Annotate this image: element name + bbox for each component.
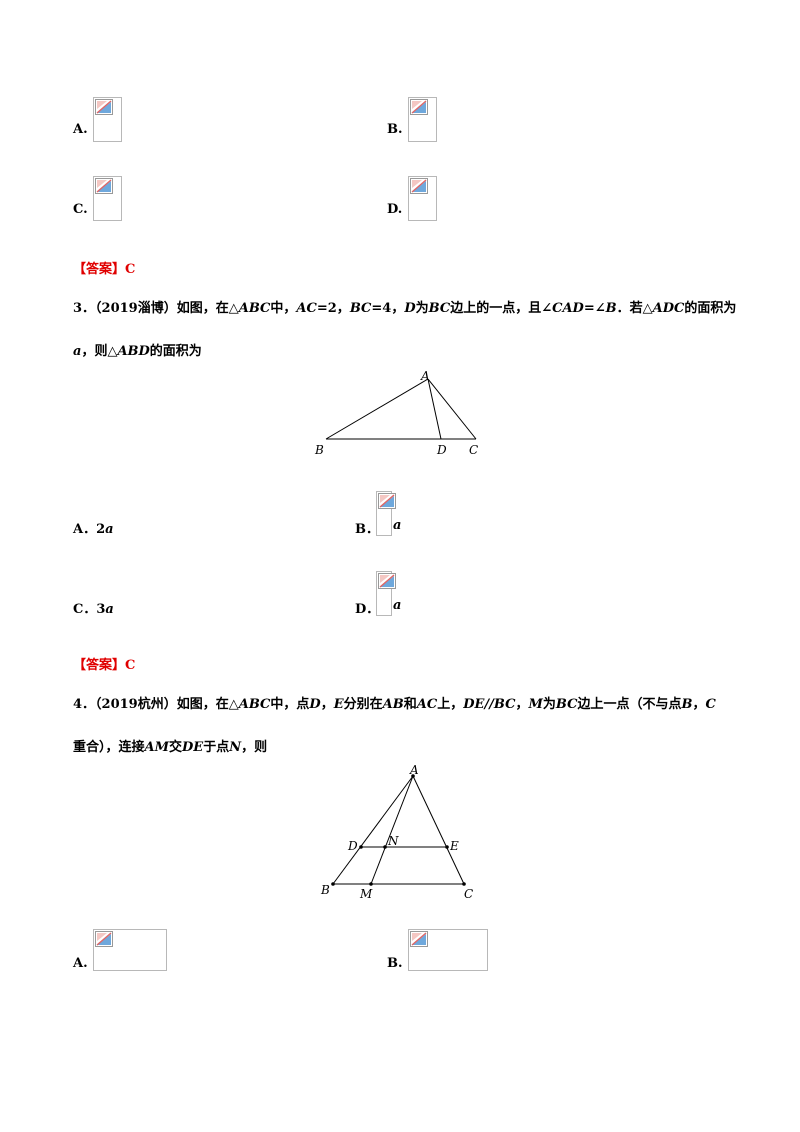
answer-bracket-open: 【 (73, 658, 87, 673)
answer-bracket-open: 【 (73, 262, 87, 277)
q3-option-d-label: D． (355, 602, 380, 617)
label-b: B (320, 883, 330, 897)
segment-ab (325, 378, 429, 440)
label-d: D (347, 839, 358, 853)
broken-image-icon (410, 99, 428, 115)
q4-option-a-label: A. (73, 956, 88, 971)
label-c: C (464, 887, 473, 901)
label-e: E (449, 839, 459, 853)
answer-value: C (125, 262, 136, 277)
label-c: C (469, 443, 478, 457)
option-c-label: C. (73, 202, 88, 217)
q4-option-b-image (408, 929, 488, 971)
answer-word: 答案 (86, 262, 113, 277)
question-source: （2019杭州） (95, 697, 177, 712)
question-4-line-2: 重合），连接AM交DE于点N，则 (73, 740, 268, 755)
q4-option-b-label: B. (387, 956, 403, 971)
triangle-abc-figure: A B D C (314, 369, 478, 457)
option-b-label: B. (387, 122, 403, 137)
answer-bracket-close: 】 (112, 658, 126, 673)
option-a-label: A. (73, 122, 88, 137)
triangle-abc-parallel-figure: A B C D E N M (320, 763, 473, 901)
label-b: B (314, 443, 324, 457)
segment-am (370, 775, 414, 885)
label-m: M (359, 887, 373, 901)
question-3-line-1: 3．（2019淄博）如图，在△ABC中，AC=2，BC=4，D为BC边上的一点，… (73, 301, 737, 316)
broken-image-icon (95, 99, 113, 115)
broken-image-icon (378, 493, 396, 509)
option-c-image (93, 176, 122, 221)
option-b-image (408, 97, 437, 142)
question-4-line-1: 4．（2019杭州）如图，在△ABC中，点D，E分别在AB和AC上，DE//BC… (73, 697, 716, 712)
option-d-label: D. (387, 202, 403, 217)
label-n: N (387, 834, 399, 848)
q3-option-d-var: a (393, 598, 402, 613)
q3-option-b-var: a (393, 518, 402, 533)
question-source: （2019淄博） (95, 301, 177, 316)
answer-line: 【答案】C (73, 258, 135, 277)
segment-ad (427, 378, 442, 440)
broken-image-icon (95, 931, 113, 947)
option-a-image (93, 97, 122, 142)
q4-option-a-image (93, 929, 167, 971)
q3-option-a: A．2a (73, 522, 114, 537)
label-d: D (436, 443, 447, 457)
segment-ab (332, 775, 414, 885)
broken-image-icon (378, 573, 396, 589)
segment-ac (427, 378, 477, 440)
answer-word: 答案 (86, 658, 113, 673)
question-number: 4． (73, 697, 96, 712)
broken-image-icon (95, 178, 113, 194)
answer-value: C (125, 658, 136, 673)
broken-image-icon (410, 178, 428, 194)
answer-line: 【答案】C (73, 654, 135, 673)
label-a: A (409, 763, 419, 777)
broken-image-icon (410, 931, 428, 947)
q3-option-c: C．3a (73, 602, 114, 617)
question-3-line-2: a，则△ABD的面积为 (73, 344, 202, 359)
q3-option-b-label: B． (355, 522, 379, 537)
answer-bracket-close: 】 (112, 262, 126, 277)
q3-option-d-image (376, 571, 396, 616)
segment-ac (412, 775, 465, 885)
question-number: 3． (73, 301, 96, 316)
label-a: A (420, 369, 430, 383)
option-d-image (408, 176, 437, 221)
q3-option-b-image (376, 491, 396, 536)
